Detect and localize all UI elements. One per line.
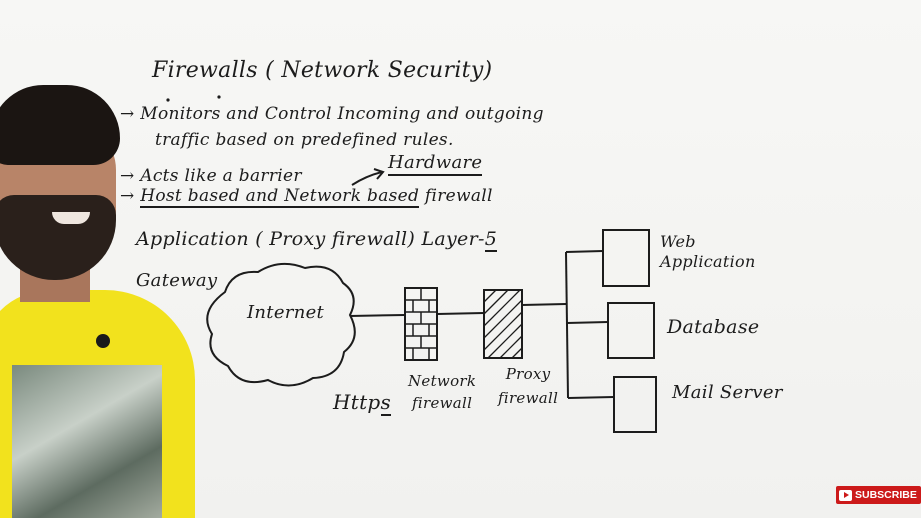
- backbone: [565, 251, 569, 399]
- web-line2: Application: [660, 252, 756, 271]
- mail-server-box: [613, 376, 657, 433]
- internet-cloud: [206, 262, 356, 387]
- link-internet-network-firewall: [349, 314, 406, 317]
- network-firewall-label: Network firewall: [408, 370, 476, 414]
- subscribe-label: SUBSCRIBE: [855, 489, 917, 501]
- hardware-label: Hardware: [388, 152, 483, 176]
- network-firewall-line1: Network: [408, 372, 477, 390]
- bullet-barrier: → Acts like a barrier: [120, 166, 302, 186]
- gateway-label: Gateway: [136, 270, 218, 291]
- link-proxy-backbone: [521, 303, 567, 306]
- https-label: Https: [333, 390, 392, 416]
- bullet-monitors-line1: → Monitors and Control Incoming and outg…: [120, 104, 544, 124]
- network-firewall-line2: firewall: [412, 394, 473, 412]
- application-prefix: Application ( Proxy firewall) Layer-: [136, 228, 485, 250]
- mail-server-label: Mail Server: [672, 382, 783, 403]
- internet-label: Internet: [247, 302, 325, 323]
- subscribe-button[interactable]: SUBSCRIBE: [836, 486, 921, 504]
- database-box: [607, 302, 655, 359]
- presenter: [0, 0, 200, 518]
- layer-number: 5: [484, 228, 498, 252]
- database-label: Database: [667, 316, 760, 338]
- hardware-arrow: [351, 168, 385, 186]
- bullet3-suffix: firewall: [419, 186, 493, 206]
- web-line1: Web: [660, 232, 696, 251]
- web-application-box: [602, 229, 650, 287]
- board-title: Firewalls ( Network Security): [152, 58, 493, 83]
- proxy-firewall-line1: Proxy: [505, 365, 551, 383]
- bullet3-underlined: Host based and Network based: [140, 186, 420, 208]
- https-prefix: Http: [333, 390, 381, 414]
- play-icon: [839, 489, 852, 501]
- presenter-smile: [52, 212, 90, 224]
- https-suffix: s: [380, 390, 392, 416]
- shirt-print: [12, 365, 162, 518]
- proxy-firewall-box: [483, 289, 523, 359]
- link-network-proxy: [436, 312, 485, 315]
- proxy-firewall-label: Proxy firewall: [498, 362, 558, 410]
- bullet-host-network: → Host based and Network based firewall: [120, 186, 493, 208]
- proxy-firewall-line2: firewall: [498, 389, 559, 407]
- bullet3-prefix: →: [120, 186, 141, 206]
- bullet-monitors-line2: traffic based on predefined rules.: [155, 130, 454, 150]
- lapel-mic: [96, 334, 110, 348]
- presenter-beard: [0, 195, 116, 280]
- application-gateway-line: Application ( Proxy firewall) Layer-5: [136, 228, 498, 252]
- network-firewall-wall: [404, 287, 438, 361]
- presenter-hair: [0, 85, 120, 165]
